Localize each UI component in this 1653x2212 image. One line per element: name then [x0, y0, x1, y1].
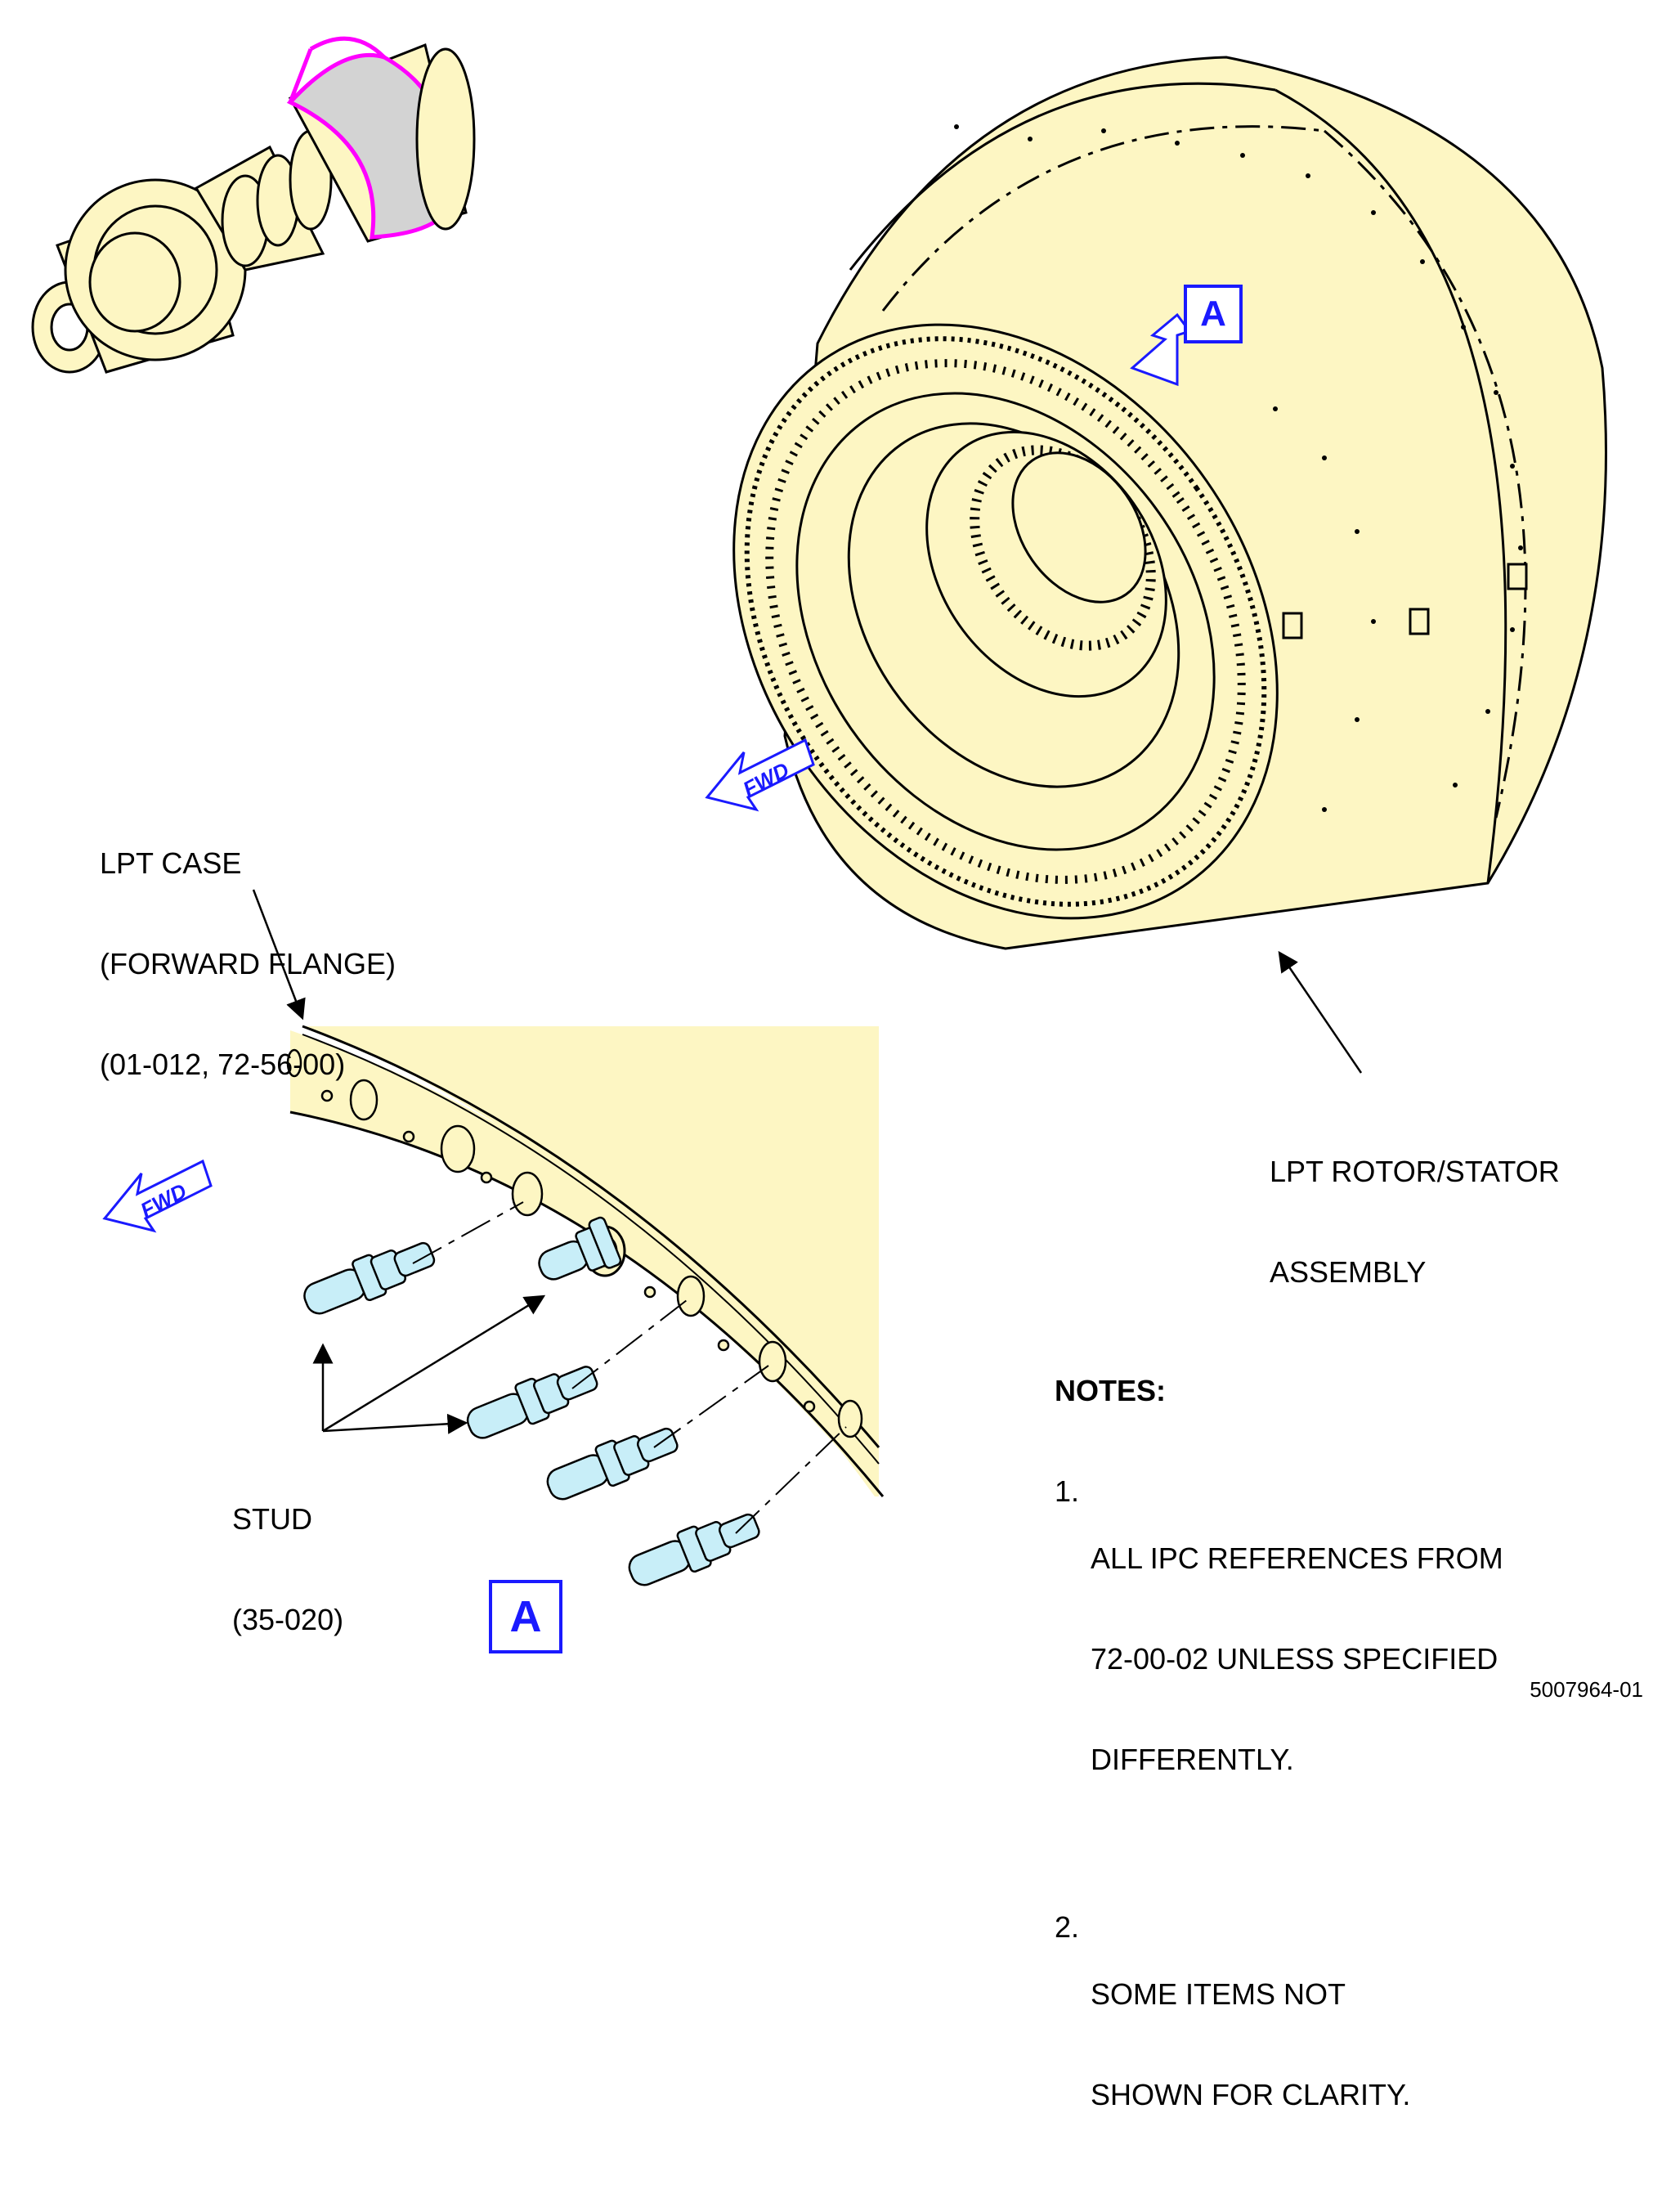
lpt-rotor-stator-assembly-drawing	[732, 56, 1607, 950]
stud-4	[546, 1427, 679, 1501]
lpt-case-label-line-3: (01-012, 72-56-00)	[100, 1048, 346, 1081]
detail-a-view-arrow	[1130, 312, 1192, 387]
stud-leaders	[312, 1294, 546, 1434]
lpt-case-label-line-2: (FORWARD FLANGE)	[100, 947, 396, 980]
note-1-number: 1.	[1055, 1474, 1080, 1508]
illustration: FWD FWD	[31, 36, 1607, 1586]
stud-2	[538, 1216, 622, 1281]
note-1-line-2: 72-00-02 UNLESS SPECIFIED	[1091, 1642, 1498, 1676]
notes-block: NOTES: 1. ALL IPC REFERENCES FROM 72-00-…	[1055, 1307, 1503, 2212]
note-2: 2. SOME ITEMS NOT SHOWN FOR CLARITY.	[1055, 1910, 1503, 2178]
fwd-arrow-lower: FWD	[102, 1159, 213, 1233]
detail-a-marker-main: A	[1184, 285, 1243, 343]
note-2-line-1: SOME ITEMS NOT	[1091, 1977, 1346, 2011]
engine-locator-thumbnail	[31, 36, 476, 374]
note-1-line-3: DIFFERENTLY.	[1091, 1743, 1294, 1776]
lpt-case-leader	[252, 889, 306, 1021]
stud-1	[303, 1241, 436, 1315]
stud-label-line-2: (35-020)	[232, 1603, 344, 1636]
note-1: 1. ALL IPC REFERENCES FROM 72-00-02 UNLE…	[1055, 1474, 1503, 1843]
stud-label: STUD (35-020)	[232, 1435, 343, 1670]
note-1-line-1: ALL IPC REFERENCES FROM	[1091, 1541, 1503, 1575]
note-2-number: 2.	[1055, 1910, 1080, 1944]
lpt-rotor-stator-label-line-1: LPT ROTOR/STATOR	[1270, 1155, 1560, 1188]
notes-title: NOTES:	[1055, 1374, 1167, 1407]
lpt-case-label: LPT CASE (FORWARD FLANGE) (01-012, 72-56…	[100, 779, 396, 1115]
note-2-line-2: SHOWN FOR CLARITY.	[1091, 2078, 1411, 2111]
detail-a-marker-view-title: A	[489, 1580, 562, 1653]
stud-5	[628, 1513, 760, 1586]
lpt-rotor-stator-label: LPT ROTOR/STATOR ASSEMBLY	[1270, 1088, 1560, 1322]
drawing-number: 5007964-01	[1530, 1677, 1643, 1702]
lpt-rotor-stator-leader	[1278, 950, 1363, 1074]
stud-label-line-1: STUD	[232, 1502, 312, 1536]
lpt-rotor-stator-label-line-2: ASSEMBLY	[1270, 1255, 1427, 1289]
stud-installation-centerlines	[412, 1201, 847, 1534]
lpt-case-label-line-1: LPT CASE	[100, 846, 242, 880]
stud-3	[466, 1366, 598, 1439]
studs	[303, 1216, 760, 1586]
